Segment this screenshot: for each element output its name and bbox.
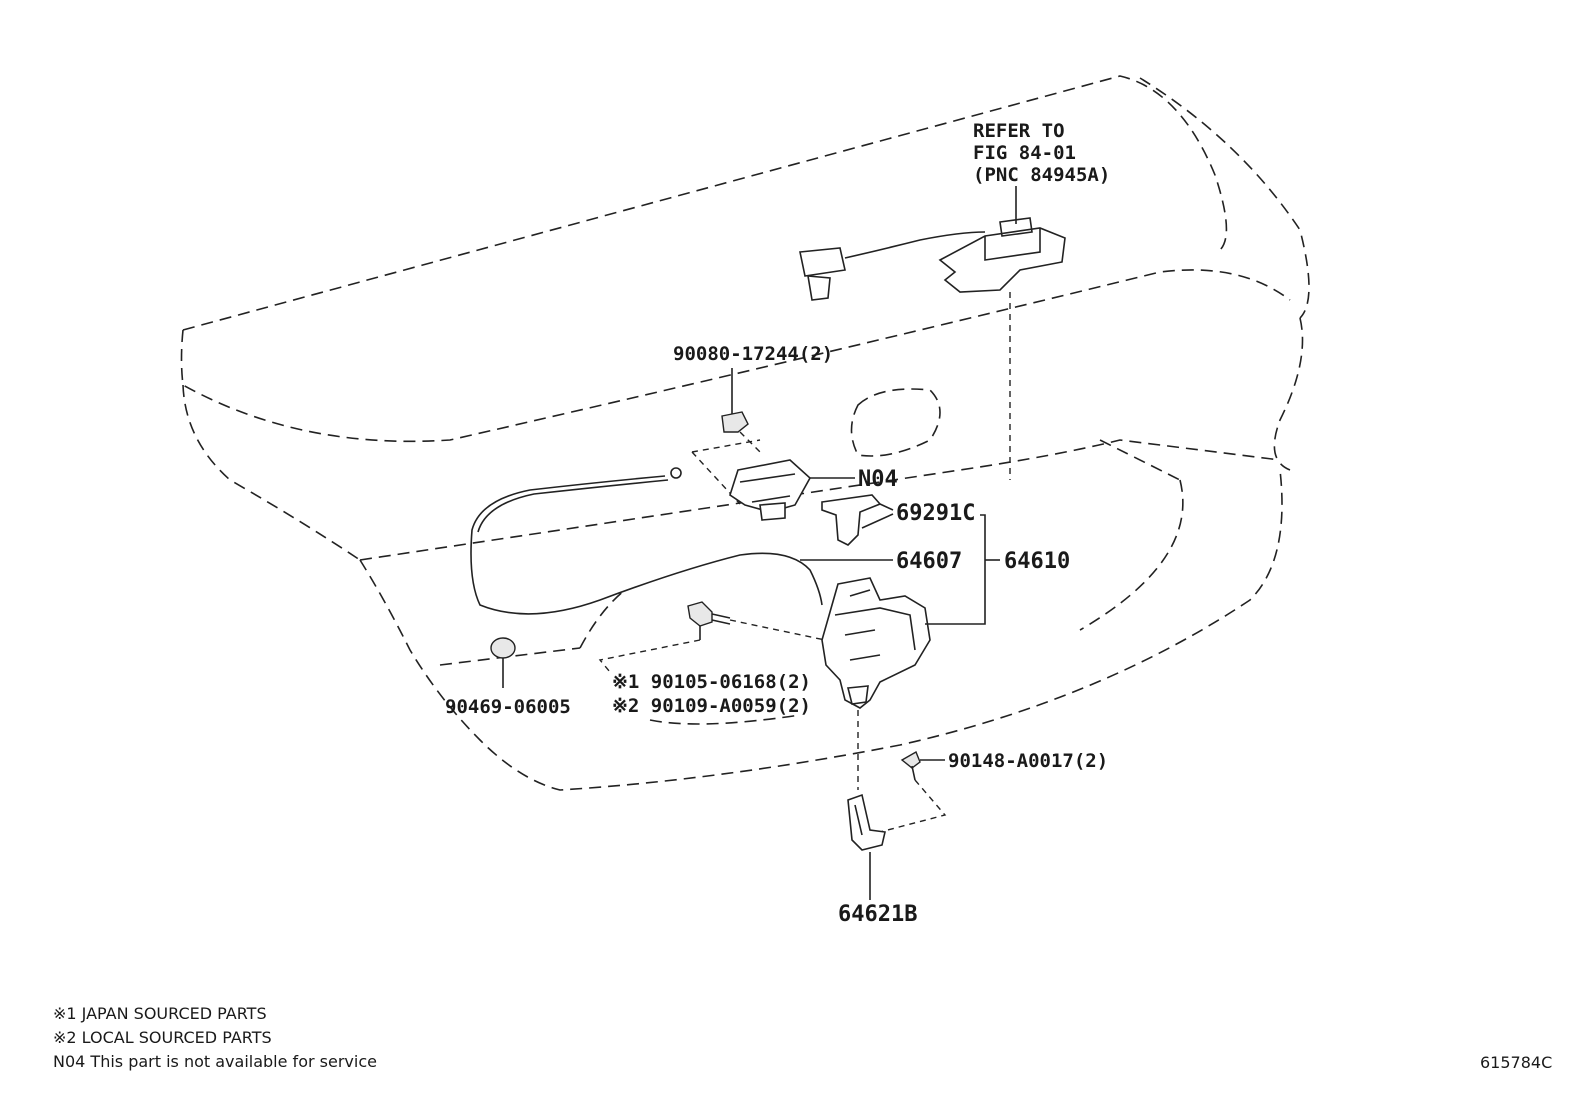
n04-opener-switch bbox=[691, 439, 855, 521]
lever-grommet bbox=[821, 494, 894, 546]
callout-screw: 90148-A0017(2) bbox=[948, 750, 1108, 772]
striker-bracket bbox=[847, 793, 886, 900]
callout-grommet: 69291C bbox=[896, 501, 975, 526]
trunk-lock-latch bbox=[821, 514, 1000, 790]
refer-line-2: FIG 84-01 bbox=[973, 142, 1076, 164]
callout-plug: 90469-06005 bbox=[445, 696, 571, 718]
trunk-lid-outline bbox=[180, 75, 1310, 791]
refer-to-note: REFER TO FIG 84-01 (PNC 84945A) bbox=[973, 120, 1110, 186]
callout-cable: 64607 bbox=[896, 549, 962, 574]
latch-bolt bbox=[598, 601, 826, 673]
figure-id: 615784C bbox=[1480, 1053, 1552, 1072]
callout-latch: 64610 bbox=[1004, 549, 1070, 574]
callout-bolt-local: ※2 90109-A0059(2) bbox=[612, 695, 811, 717]
hole-plug bbox=[490, 637, 516, 688]
callout-n04: N04 bbox=[858, 467, 898, 492]
callout-bracket: 64621B bbox=[838, 902, 917, 927]
callout-nut: 90080-17244(2) bbox=[673, 343, 833, 365]
refer-line-3: (PNC 84945A) bbox=[973, 164, 1110, 186]
footnote-local: ※2 LOCAL SOURCED PARTS bbox=[53, 1028, 272, 1047]
bracket-screw bbox=[879, 750, 947, 833]
refer-line-1: REFER TO bbox=[973, 120, 1065, 142]
footnote-n04: N04 This part is not available for servi… bbox=[53, 1052, 377, 1071]
footnotes: ※1 JAPAN SOURCED PARTS ※2 LOCAL SOURCED … bbox=[53, 1004, 377, 1071]
nut-part bbox=[721, 368, 761, 453]
callout-bolt-japan: ※1 90105-06168(2) bbox=[612, 671, 811, 693]
footnote-japan: ※1 JAPAN SOURCED PARTS bbox=[53, 1004, 267, 1023]
key-cylinder-switch-assembly bbox=[799, 186, 1066, 480]
release-cable bbox=[470, 467, 893, 615]
